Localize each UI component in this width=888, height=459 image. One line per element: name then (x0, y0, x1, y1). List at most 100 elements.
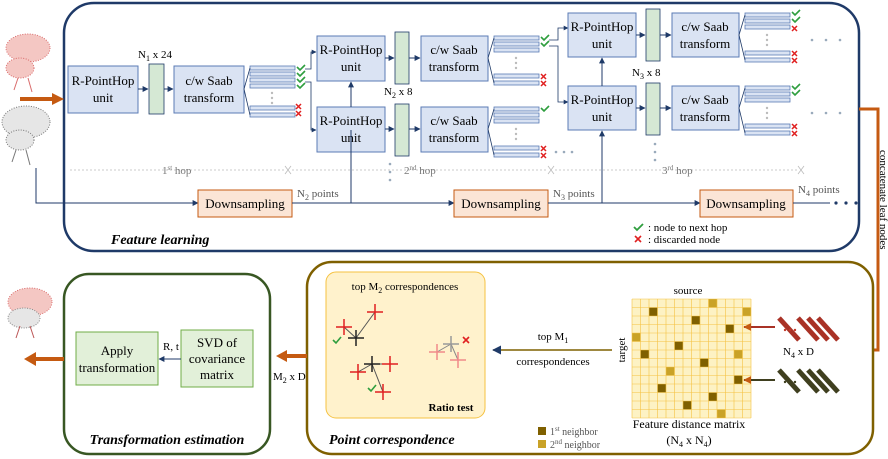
rpointhop-label-line1: R-PointHop (571, 19, 634, 34)
ellipsis-dots-hop3-upper (765, 33, 769, 47)
apply-transformation-block[interactable] (75, 331, 159, 386)
downsampling-block-1[interactable] (197, 189, 293, 218)
feature-map-n2-upper (394, 31, 410, 85)
first-neighbor-swatch (538, 427, 546, 435)
matrix-second-neighbor-cell (717, 409, 726, 418)
leaf-nodes-hop3-upper (744, 12, 791, 63)
matrix-first-neighbor-cell (640, 350, 649, 359)
rpointhop-label-line2: unit (341, 59, 362, 74)
check-icons-hop3-lower (791, 83, 801, 97)
matrix-first-neighbor-cell (734, 375, 743, 384)
svd-block[interactable] (180, 329, 254, 388)
cross-icons-hop3-upper (791, 25, 798, 64)
n2-dim-label: N2 x 8 (384, 86, 413, 100)
source-features-icon (777, 316, 840, 342)
rpointhop-label-line2: unit (592, 109, 613, 124)
ellipsis-dots-hop2-right (554, 150, 574, 154)
saab-label-line1: c/w Saab (681, 92, 728, 107)
saab-label-line1: c/w Saab (430, 42, 477, 57)
ellipsis-dots-hop1 (270, 91, 274, 105)
matrix-second-neighbor-cell (742, 307, 751, 316)
matrix-second-neighbor-cell (666, 367, 675, 376)
cross-icons-hop1 (295, 103, 302, 117)
top-m2-label: top M2 correspondences (352, 281, 459, 295)
rpointhop-unit-hop2-upper[interactable] (316, 35, 386, 82)
matrix-first-neighbor-cell (649, 307, 658, 316)
matrix-second-neighbor-cell (632, 333, 641, 342)
downsampling-label: Downsampling (205, 196, 285, 211)
saab-label-line2: transform (429, 130, 480, 145)
cross-icons-hop3-lower (791, 123, 798, 137)
ellipsis-dots-downsampling (834, 201, 858, 205)
source-features-dots (783, 328, 797, 332)
ellipsis-dots-hop3-lower-right (810, 111, 842, 115)
hop2-label: 2nd hop (404, 164, 436, 177)
matrix-second-neighbor-cell (734, 350, 743, 359)
feature-map-n3-upper (645, 8, 661, 62)
ellipsis-dots-hop2-lower (514, 127, 518, 141)
n3-points-label: N3 points (553, 188, 595, 202)
correspondence-sketch (332, 304, 470, 400)
apply-label-line1: Apply (101, 343, 134, 358)
first-neighbor-label: 1st neighbor (550, 425, 598, 438)
check-icons-hop2-lower (540, 105, 550, 113)
apply-label-line2: transformation (79, 360, 156, 375)
svd-label-line3: matrix (200, 367, 234, 382)
legend-cross-label: : discarded node (648, 234, 720, 246)
transformation-title: Transformation estimation (90, 433, 245, 448)
ratio-test-label: Ratio test (429, 402, 474, 414)
hop1-label: 1st hop (162, 164, 192, 177)
check-icons-hop1 (296, 64, 306, 90)
matrix-first-neighbor-cell (674, 341, 683, 350)
output-point-cloud (7, 287, 53, 339)
ellipsis-dots-hop3-lower (765, 106, 769, 120)
matrix-first-neighbor-cell (683, 401, 692, 410)
downsampling-label: Downsampling (706, 196, 786, 211)
saab-label-line2: transform (680, 36, 731, 51)
ratio-test-box (325, 271, 486, 419)
saab-label-line1: c/w Saab (430, 113, 477, 128)
target-features-icon (777, 368, 840, 394)
ellipsis-dots-hop3-upper-right (810, 38, 842, 42)
check-icons-hop2-upper (540, 34, 550, 48)
rt-label: R, t (163, 341, 179, 353)
legend-check-icon (633, 223, 644, 232)
leaf-nodes-hop2-upper (493, 35, 540, 86)
matrix-first-neighbor-cell (700, 358, 709, 367)
saab-label-line2: transform (429, 59, 480, 74)
point-correspondence-title: Point correspondence (329, 433, 455, 448)
legend-check-label: : node to next hop (648, 222, 728, 234)
rpointhop-unit-hop3-lower[interactable] (567, 85, 637, 131)
saab-label-line1: c/w Saab (681, 19, 728, 34)
saab-transform-hop3-upper[interactable] (671, 12, 740, 58)
saab-label-line1: c/w Saab (185, 73, 232, 88)
cross-icons-hop2-upper (540, 73, 547, 87)
transformation-panel (62, 272, 272, 456)
matrix-size-label: (N4 x N4) (666, 433, 711, 449)
saab-transform-hop2-lower[interactable] (420, 106, 489, 153)
saab-transform-hop1[interactable] (173, 65, 245, 114)
n1-dim-label: N1 x 24 (138, 49, 172, 63)
rpointhop-label-line1: R-PointHop (320, 113, 383, 128)
concatenate-label: concatenate leaf nodes (877, 150, 888, 250)
svd-label-line2: covariance (189, 351, 246, 366)
m2d-label: M2 x D (273, 371, 306, 385)
ellipsis-dots-hop3-vertical (653, 142, 657, 162)
feature-distance-matrix (631, 298, 752, 419)
n4d-label: N4 x D (783, 346, 814, 360)
matrix-second-neighbor-cell (708, 299, 717, 308)
n3-dim-label: N3 x 8 (632, 67, 661, 81)
hop3-label: 3rd hop (662, 164, 693, 177)
rpointhop-label-line2: unit (93, 90, 114, 105)
rpointhop-unit-hop3-upper[interactable] (567, 12, 637, 58)
downsampling-label: Downsampling (461, 196, 541, 211)
rpointhop-unit-hop1[interactable] (67, 65, 139, 114)
matrix-first-neighbor-cell (708, 392, 717, 401)
legend-cross-icon (634, 235, 642, 243)
check-icons-hop3-upper (791, 9, 801, 24)
second-neighbor-label: 2nd neighbor (550, 438, 601, 451)
feature-learning-title: Feature learning (110, 233, 209, 248)
matrix-caption: Feature distance matrix (633, 417, 746, 431)
hop-separator-marks (284, 165, 805, 175)
